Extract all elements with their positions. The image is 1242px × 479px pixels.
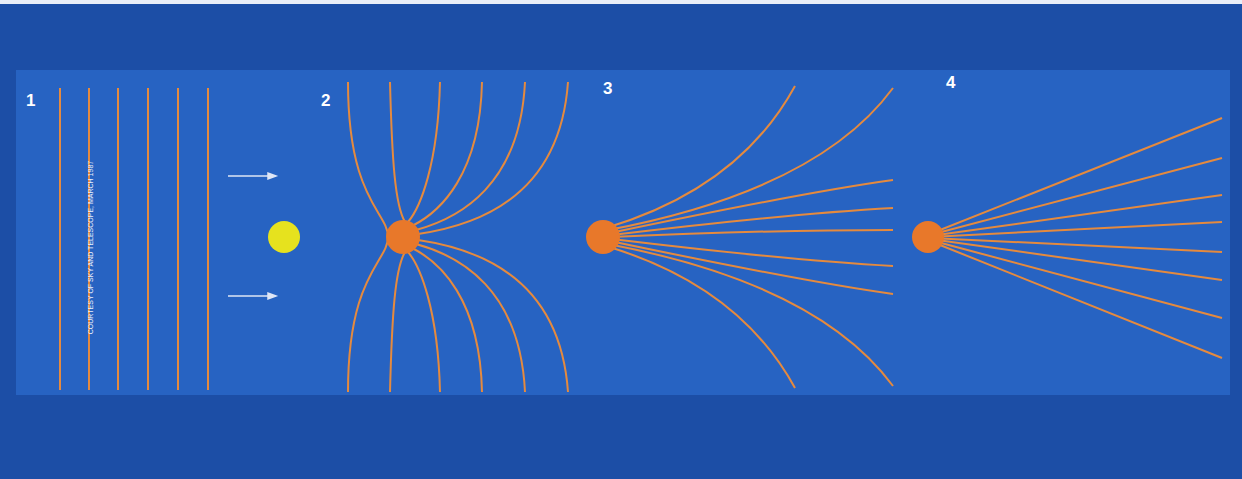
comet-nucleus [386,220,420,254]
field-lines-panel-1 [60,88,208,390]
panel-ground [16,70,1230,395]
comet-nucleus [586,220,620,254]
panel-number: 3 [603,80,612,97]
comet-nucleus [268,221,300,253]
field-lines-panel-4 [930,118,1222,358]
field-lines-panel-3 [606,86,893,388]
credit-line: COURTESY OF SKY AND TELESCOPE, MARCH 198… [86,161,95,334]
panel-number: 1 [26,92,35,109]
top-border [0,0,1242,4]
panel-number: 4 [946,74,955,91]
comet-nucleus [912,221,944,253]
field-lines-panel-2 [348,82,568,392]
panel-number: 2 [321,92,330,109]
